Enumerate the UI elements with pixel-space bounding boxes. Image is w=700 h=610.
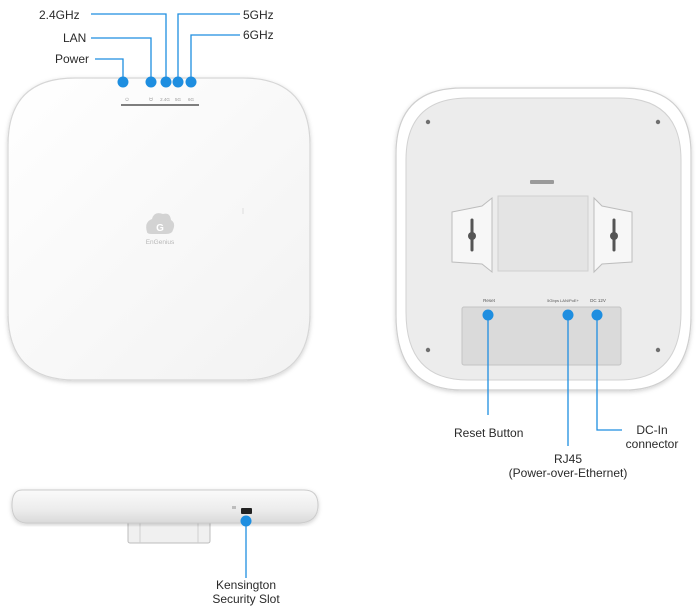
- marker-dc: [591, 309, 603, 321]
- front-view: ⏻ ᗢ 2.4G 5G 6G G EnGenius: [7, 77, 311, 381]
- callout-kensington: Kensington Security Slot: [196, 578, 296, 606]
- label-plate: [497, 195, 589, 272]
- callout-dc-in: DC-In connector: [612, 423, 692, 451]
- front-led-markers: [117, 76, 197, 88]
- rear-view: Reset 5Gbps LAN/PoE+ DC 12V: [395, 87, 692, 391]
- kensington-slot: [241, 508, 252, 514]
- mount-bracket-right: [593, 196, 633, 274]
- screw-holes: [425, 119, 661, 353]
- rear-leader-lines: [487, 315, 622, 446]
- led-marker-2g: [160, 76, 172, 88]
- vent-slot: [530, 180, 554, 184]
- rear-port-markers: [482, 309, 603, 321]
- marker-rj45: [562, 309, 574, 321]
- led-marker-lan: [145, 76, 157, 88]
- led-marker-power: [117, 76, 129, 88]
- port-label-lan: 5Gbps LAN/PoE+: [547, 298, 579, 303]
- callout-6ghz: 6GHz: [243, 28, 274, 42]
- callout-2-4ghz: 2.4GHz: [39, 8, 80, 22]
- led-glyph: 5G: [175, 97, 182, 102]
- callout-rj45-line2: (Power-over-Ethernet): [508, 466, 628, 480]
- callout-dc-line2: connector: [625, 437, 679, 451]
- side-housing: [11, 489, 319, 524]
- led-glyph: 6G: [188, 97, 195, 102]
- led-glyph: ⏻: [125, 97, 129, 102]
- led-glyph: ᗢ: [149, 97, 153, 102]
- callout-kensington-line1: Kensington: [215, 578, 277, 592]
- side-view: [11, 489, 319, 544]
- led-glyph: 2.4G: [160, 97, 170, 102]
- brand-logo: G EnGenius: [146, 213, 175, 246]
- mount-bracket-left: [451, 196, 493, 274]
- led-marker-5g: [172, 76, 184, 88]
- brand-text: EnGenius: [146, 239, 175, 246]
- marker-kensington: [240, 515, 252, 527]
- port-label-reset: Reset: [483, 298, 496, 303]
- callout-rj45-line1: RJ45: [553, 452, 582, 466]
- callout-5ghz: 5GHz: [243, 8, 274, 22]
- callout-lan: LAN: [63, 31, 87, 45]
- callout-reset-button: Reset Button: [454, 426, 524, 440]
- front-leader-lines: [91, 13, 240, 82]
- callout-dc-line1: DC-In: [636, 423, 668, 437]
- port-recess: [461, 306, 622, 366]
- marker-reset: [482, 309, 494, 321]
- port-label-dc: DC 12V: [590, 298, 606, 303]
- callout-rj45: RJ45 (Power-over-Ethernet): [493, 452, 643, 480]
- callout-kensington-line2: Security Slot: [212, 592, 280, 606]
- callout-power: Power: [55, 52, 90, 66]
- led-marker-6g: [185, 76, 197, 88]
- svg-text:G: G: [156, 223, 164, 234]
